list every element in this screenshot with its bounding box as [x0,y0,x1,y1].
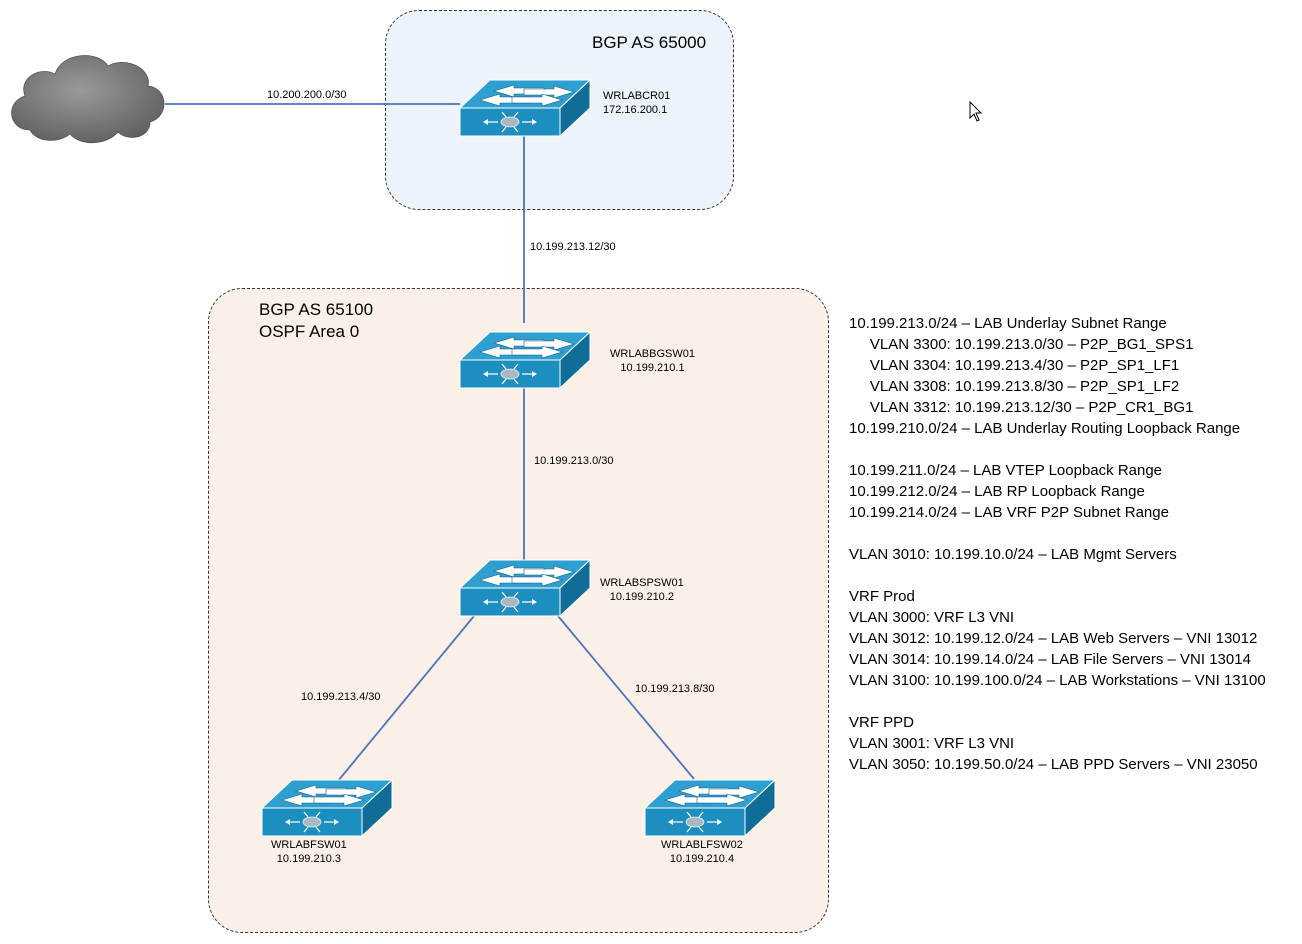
link-label-cr-bg: 10.199.213.12/30 [530,241,616,253]
device-ip-spsw01: 10.199.210.2 [609,591,674,603]
zone-core-title: BGP AS 65000 [592,33,707,52]
device-name-lf1: WRLABFSW01 [271,839,347,851]
link-label-sp-lf1: 10.199.213.4/30 [301,691,381,703]
device-label-lf1: WRLABFSW01 10.199.210.3 [271,838,347,866]
legend-line: VLAN 3001: VRF L3 VNI [849,735,1015,752]
legend-line [849,523,1266,544]
legend-line: VLAN 3014: 10.199.14.0/24 – LAB File Ser… [849,651,1251,668]
device-ip-lf2: 10.199.210.4 [669,853,735,865]
legend-line: VLAN 3312: 10.199.213.12/30 – P2P_CR1_BG… [849,399,1194,416]
legend-line: VLAN 3304: 10.199.213.4/30 – P2P_SP1_LF1 [849,357,1180,374]
zone-fabric-title-bgp: BGP AS 65100 [259,300,374,319]
link-label-sp-lf2: 10.199.213.8/30 [635,683,715,695]
legend-line: VLAN 3012: 10.199.12.0/24 – LAB Web Serv… [849,630,1258,647]
switch-icon-cr01 [459,79,591,137]
legend-line [849,691,1266,712]
device-label-spsw01: WRLABSPSW01 10.199.210.2 [600,576,684,604]
legend-line: 10.199.211.0/24 – LAB VTEP Loopback Rang… [849,462,1163,479]
switch-icon-bgsw01 [459,331,591,389]
legend-line: VLAN 3010: 10.199.10.0/24 – LAB Mgmt Ser… [849,546,1177,563]
legend-line: VLAN 3050: 10.199.50.0/24 – LAB PPD Serv… [849,756,1258,773]
link-label-bg-sp: 10.199.213.0/30 [534,455,614,467]
device-label-cr01: WRLABCR01 172.16.200.1 [603,89,670,117]
link-spsw01-lf1 [337,615,475,782]
legend-line: VRF PPD [849,714,915,731]
legend-line: VLAN 3308: 10.199.213.8/30 – P2P_SP1_LF2 [849,378,1180,395]
switch-icon-lf1 [261,779,393,837]
switch-icon-spsw01 [459,559,591,617]
legend-line: VRF Prod [849,588,915,605]
link-spsw01-lf2 [557,615,695,780]
device-name-bgsw01: WRLABBGSW01 [610,348,695,360]
legend-line [849,439,1266,460]
device-name-lf2: WRLABLFSW02 [661,839,743,851]
legend-line: 10.199.213.0/24 – LAB Underlay Subnet Ra… [849,315,1167,332]
link-label-internet: 10.200.200.0/30 [267,89,347,101]
zone-fabric-title-ospf: OSPF Area 0 [259,322,360,341]
device-label-lf2: WRLABLFSW02 10.199.210.4 [661,838,743,866]
mouse-cursor-icon [969,101,983,122]
legend-line [849,565,1266,586]
switch-icon-lf2 [644,779,776,837]
cloud-icon [11,55,165,144]
legend-line: VLAN 3000: VRF L3 VNI [849,609,1015,626]
device-ip-lf1: 10.199.210.3 [276,853,342,865]
links [165,103,695,782]
legend-line: 10.199.214.0/24 – LAB VRF P2P Subnet Ran… [849,504,1169,521]
legend-line: VLAN 3100: 10.199.100.0/24 – LAB Worksta… [849,672,1266,689]
device-name-cr01: WRLABCR01 [603,90,671,102]
legend-line: VLAN 3300: 10.199.213.0/30 – P2P_BG1_SPS… [849,336,1194,353]
zone-fabric-title: BGP AS 65100 OSPF Area 0 [259,299,373,343]
subnet-legend: 10.199.213.0/24 – LAB Underlay Subnet Ra… [849,313,1266,775]
device-name-spsw01: WRLABSPSW01 [600,577,684,589]
legend-line: 10.199.212.0/24 – LAB RP Loopback Range [849,483,1145,500]
legend-line: 10.199.210.0/24 – LAB Underlay Routing L… [849,420,1241,437]
device-label-bgsw01: WRLABBGSW01 10.199.210.1 [610,347,695,375]
device-ip-bgsw01: 10.199.210.1 [620,362,685,374]
device-ip-cr01: 172.16.200.1 [603,104,668,116]
